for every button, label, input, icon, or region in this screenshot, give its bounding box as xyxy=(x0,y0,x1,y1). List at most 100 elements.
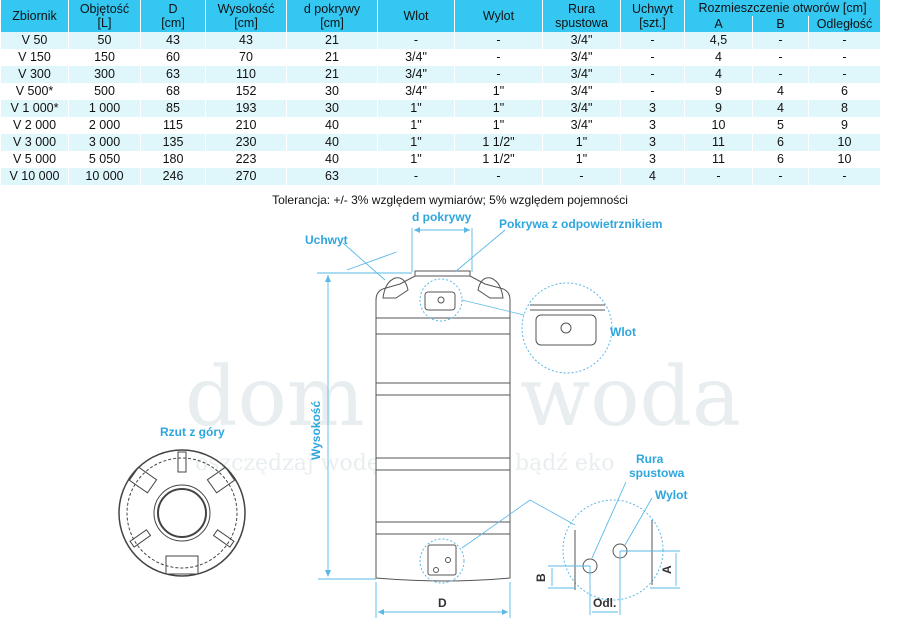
cell-height: 110 xyxy=(206,66,286,83)
cell-outlet: - xyxy=(455,168,542,185)
cell-inlet: 3/4" xyxy=(405,50,427,64)
vented-lid-label: Pokrywa z odpowietrznikiem xyxy=(499,217,662,231)
b-label: B xyxy=(534,573,548,582)
cell-drain: 3/4" xyxy=(570,50,593,64)
cell-distance: 10 xyxy=(837,152,852,166)
cell-inlet: 3/4" xyxy=(405,84,427,98)
cell-lid: 40 xyxy=(325,152,339,166)
cell-b: - xyxy=(753,66,808,83)
cell-a: 10 xyxy=(711,118,726,132)
cell-diameter: 180 xyxy=(162,152,184,166)
tank-side-view xyxy=(375,270,511,582)
cell-volume: 2 000 xyxy=(88,118,121,132)
cell-volume: 300 xyxy=(69,66,140,83)
cell-outlet: 1 1/2" xyxy=(455,134,542,151)
drain-label: Rura xyxy=(636,452,664,466)
cell-drain: 3/4" xyxy=(543,66,620,83)
cell-handles: - xyxy=(621,32,684,49)
svg-text:bądź eko: bądź eko xyxy=(515,451,614,476)
col-outlet: Wylot xyxy=(455,0,542,32)
cell-outlet: - xyxy=(455,66,542,83)
cell-handles: - xyxy=(650,50,655,64)
cell-drain: 3/4" xyxy=(570,118,593,132)
cell-tank: V 300 xyxy=(1,66,68,83)
cell-distance: - xyxy=(809,32,880,49)
cell-a: 9 xyxy=(715,84,722,98)
cell-diameter: 43 xyxy=(141,32,205,49)
cell-tank: V 2 000 xyxy=(12,118,57,132)
cell-diameter: 115 xyxy=(163,118,183,132)
cell-handles: 3 xyxy=(621,100,684,117)
cell-height: 152 xyxy=(235,84,257,98)
cell-outlet: 1" xyxy=(492,84,505,98)
cell-handles: 3 xyxy=(649,152,656,166)
handle-label: Uchwyt xyxy=(305,233,348,247)
cell-drain: 3/4" xyxy=(570,84,593,98)
cell-volume: 50 xyxy=(69,32,140,49)
cell-b: 6 xyxy=(753,134,808,151)
cell-a: - xyxy=(685,168,752,185)
cell-inlet: - xyxy=(378,32,454,49)
cell-height: 230 xyxy=(206,134,286,151)
cell-outlet: - xyxy=(455,32,542,49)
cell-lid: 21 xyxy=(287,32,377,49)
cell-diameter: 68 xyxy=(166,84,180,98)
cell-tank: V 500* xyxy=(15,84,54,98)
cell-lid: 40 xyxy=(325,118,339,132)
outlet-label: Wylot xyxy=(655,488,687,502)
inlet-label: Wlot xyxy=(610,325,636,339)
cell-lid: 21 xyxy=(325,50,339,64)
col-volume: Objętość[L] xyxy=(69,0,140,32)
cell-diameter: 60 xyxy=(166,50,180,64)
cell-b: - xyxy=(753,168,808,185)
cell-tank: V 3 000 xyxy=(1,134,68,151)
cell-height: 210 xyxy=(235,118,257,132)
cell-drain: 3/4" xyxy=(543,32,620,49)
top-view xyxy=(118,449,246,577)
cell-tank: V 10 000 xyxy=(1,168,68,185)
cell-a: 11 xyxy=(712,152,725,166)
cell-handles: 4 xyxy=(621,168,684,185)
cell-distance: 6 xyxy=(841,84,848,98)
cell-height: 70 xyxy=(239,50,253,64)
cell-diameter: 246 xyxy=(141,168,205,185)
cell-volume: 150 xyxy=(94,50,115,64)
cell-lid: 30 xyxy=(287,100,377,117)
cell-a: 11 xyxy=(685,134,752,151)
cell-drain: 3/4" xyxy=(543,100,620,117)
cell-lid: 21 xyxy=(287,66,377,83)
svg-text:dom: dom xyxy=(185,350,365,445)
cell-a: 4 xyxy=(715,50,722,64)
lid-diameter-label: d pokrywy xyxy=(412,210,472,224)
cell-lid: 40 xyxy=(287,134,377,151)
cell-height: 193 xyxy=(206,100,286,117)
cell-b: - xyxy=(778,50,783,64)
col-tank: Zbiornik xyxy=(1,0,68,32)
tolerance-note: Tolerancja: +/- 3% względem wymiarów; 5%… xyxy=(272,193,628,207)
col-inlet: Wlot xyxy=(378,0,454,32)
cell-diameter: 85 xyxy=(141,100,205,117)
cell-a: 4,5 xyxy=(685,32,752,49)
cell-distance: - xyxy=(809,66,880,83)
cell-b: - xyxy=(753,32,808,49)
cell-inlet: 1" xyxy=(410,118,422,132)
handle-icon xyxy=(382,277,409,299)
drain-label-2: spustowa xyxy=(629,466,685,480)
cell-height: 270 xyxy=(206,168,286,185)
top-view-label: Rzut z góry xyxy=(160,425,225,439)
cell-inlet: 1" xyxy=(410,152,422,166)
cell-distance: 8 xyxy=(809,100,880,117)
cell-volume: 1 000 xyxy=(69,100,140,117)
col-height: Wysokość[cm] xyxy=(206,0,286,32)
col-holes: Rozmieszczenie otworów [cm] xyxy=(685,0,880,16)
col-lid: d pokrywy[cm] xyxy=(287,0,377,32)
cell-handles: 3 xyxy=(649,118,656,132)
col-a: A xyxy=(685,16,752,32)
